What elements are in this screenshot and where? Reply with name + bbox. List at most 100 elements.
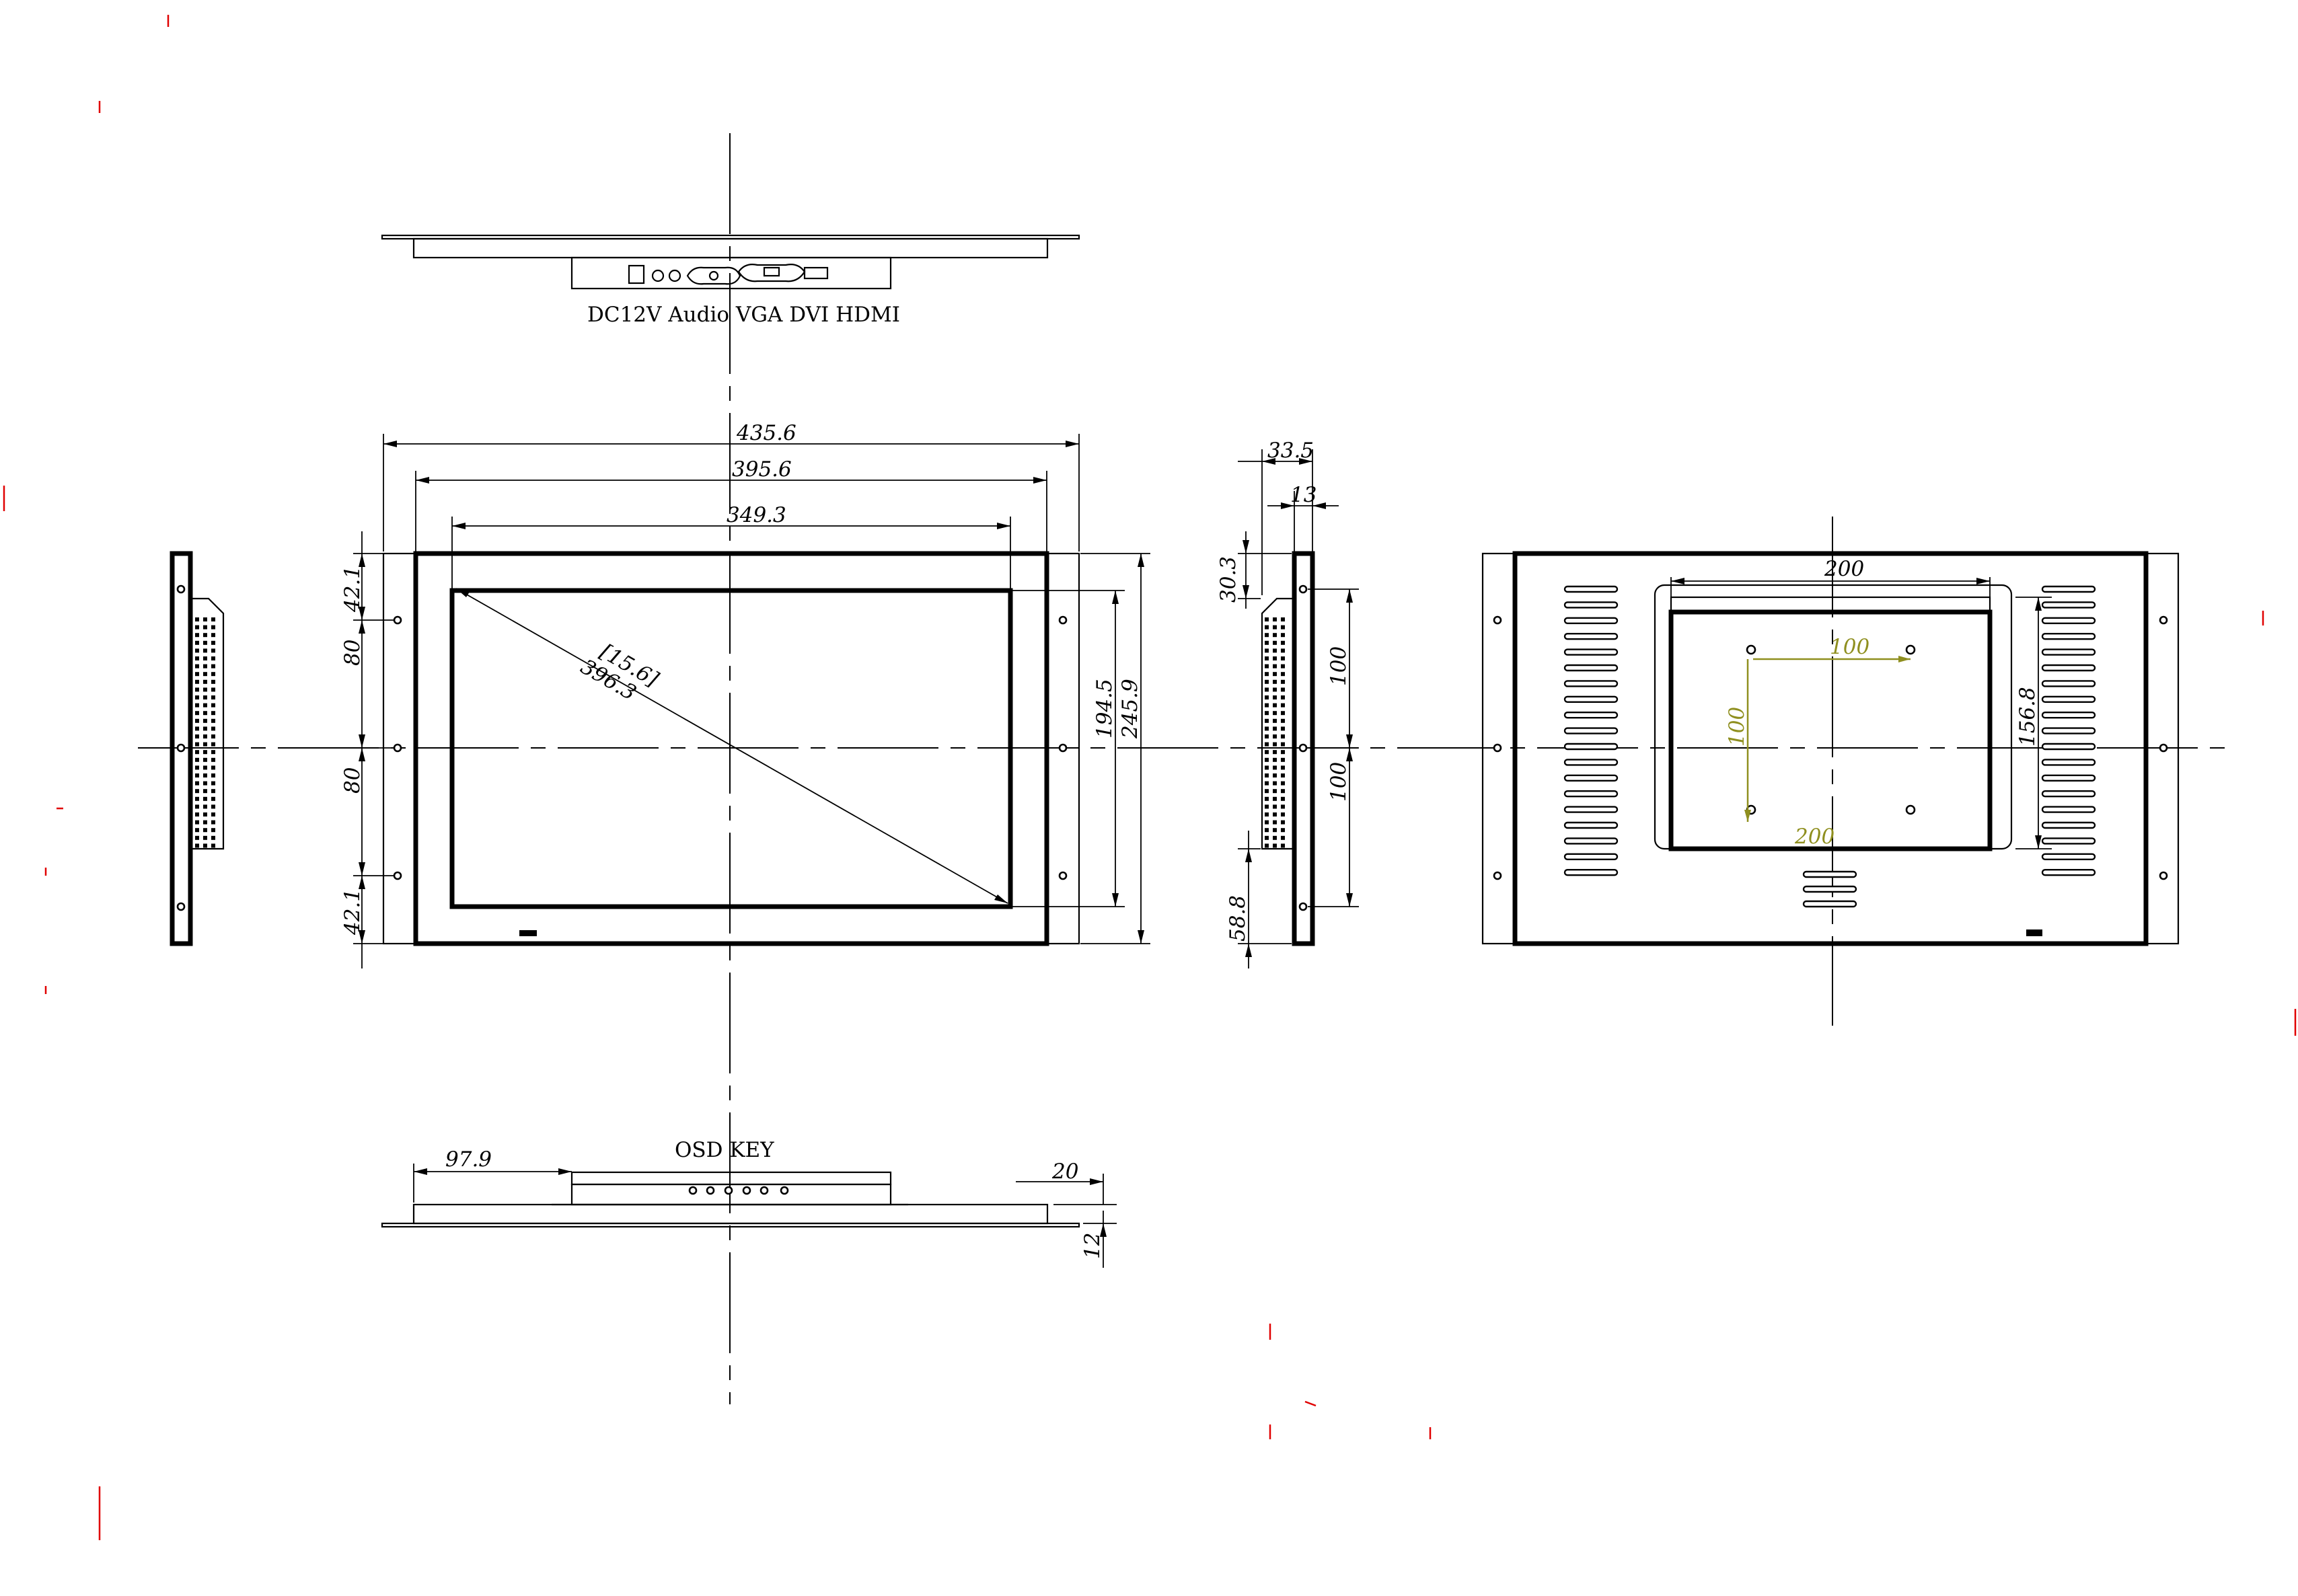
right-vent-dots — [1265, 617, 1285, 848]
hole-offset-top-label: 42.1 — [340, 566, 365, 613]
vent-dot — [1281, 695, 1285, 699]
vent-dot — [1273, 664, 1277, 669]
vent-dot — [203, 633, 207, 638]
vent-dot — [1281, 726, 1285, 731]
vent-dot — [1265, 734, 1269, 738]
rear-vent-slots-right — [2041, 585, 2096, 876]
vent-dot — [203, 617, 207, 621]
vent-dot — [1281, 804, 1285, 809]
vent-dot — [195, 726, 199, 731]
vent-dot — [211, 804, 215, 809]
vent-dot — [1265, 781, 1269, 786]
vent-dot — [1265, 617, 1269, 621]
rear-view: 200 156.8 100 100 200 — [1481, 551, 2180, 946]
vent-dot — [1281, 742, 1285, 747]
screen-diagonal — [455, 588, 1008, 904]
flange-depth-label: 12 — [1080, 1233, 1105, 1259]
vent-dot — [211, 734, 215, 738]
vent-dot — [203, 804, 207, 809]
vent-dot — [1273, 625, 1277, 630]
vent-dot — [1281, 656, 1285, 660]
vent-dot — [203, 726, 207, 731]
vent-dot — [211, 750, 215, 755]
vent-dot — [1273, 835, 1277, 840]
vent-dot — [203, 679, 207, 684]
vent-dot — [195, 633, 199, 638]
vent-dot — [211, 796, 215, 801]
vent-dot — [1265, 718, 1269, 723]
vent-dot — [203, 711, 207, 716]
vent-slot — [1563, 711, 1619, 719]
vent-dot — [1273, 633, 1277, 638]
vent-dot — [1265, 656, 1269, 660]
vent-dot — [211, 687, 215, 692]
vent-slot — [1563, 727, 1619, 734]
vent-dot — [195, 765, 199, 770]
vent-dot — [203, 750, 207, 755]
vent-dot — [203, 640, 207, 645]
vent-dot — [1265, 726, 1269, 731]
vent-dot — [1273, 695, 1277, 699]
vent-dot — [211, 773, 215, 777]
vent-dot — [211, 742, 215, 747]
vga-port-icon — [686, 266, 741, 285]
vent-slot — [1802, 885, 1857, 893]
vent-slot — [1563, 601, 1619, 609]
vent-dot — [1281, 703, 1285, 708]
vent-dot — [203, 672, 207, 677]
vent-dot — [1273, 843, 1277, 848]
vent-slot — [2041, 837, 2096, 845]
vent-dot — [1265, 835, 1269, 840]
vent-dot — [203, 664, 207, 669]
vent-dot — [1273, 672, 1277, 677]
vent-dot — [195, 820, 199, 825]
vent-slot — [1563, 680, 1619, 687]
vent-dot — [195, 679, 199, 684]
vent-dot — [203, 820, 207, 825]
vent-dot — [211, 843, 215, 848]
vent-dot — [1265, 812, 1269, 816]
vent-dot — [203, 718, 207, 723]
vent-slot — [1563, 790, 1619, 798]
vent-dot — [1281, 718, 1285, 723]
vent-dot — [1273, 687, 1277, 692]
vent-dot — [1281, 835, 1285, 840]
bottom-dimensions: 97.9 20 12 — [413, 1147, 1117, 1268]
connector-labels: DC12V Audio VGA DVI HDMI — [587, 303, 900, 327]
vent-dot — [195, 804, 199, 809]
osd-key-label: OSD KEY — [675, 1138, 774, 1162]
frame-depth-label: 13 — [1290, 483, 1317, 507]
vent-dot — [195, 828, 199, 833]
vent-dot — [1273, 812, 1277, 816]
vesa-horizontal-label: 100 — [1830, 635, 1869, 659]
vent-dot — [1265, 695, 1269, 699]
vent-dot — [211, 757, 215, 762]
vent-dot — [203, 656, 207, 660]
vent-dot — [203, 742, 207, 747]
vent-dot — [1281, 734, 1285, 738]
vent-dot — [1265, 711, 1269, 716]
vesa-bottom-label: 200 — [1794, 825, 1834, 849]
vent-slot — [2041, 680, 2096, 687]
vent-dot — [1281, 789, 1285, 794]
vesa-annotation: 100 100 200 — [1725, 635, 1911, 849]
vent-dot — [1281, 765, 1285, 770]
vent-slot — [1563, 633, 1619, 640]
hole-spacing-upper-label: 80 — [340, 640, 365, 666]
vent-dot — [1281, 796, 1285, 801]
vent-dot — [203, 695, 207, 699]
vent-dot — [1281, 672, 1285, 677]
vent-dot — [195, 843, 199, 848]
vent-dot — [1273, 820, 1277, 825]
diagonal-labels: [15.6] 396.3 — [577, 640, 663, 706]
vent-dot — [195, 742, 199, 747]
vent-dot — [211, 812, 215, 816]
vent-slot — [1563, 743, 1619, 751]
active-height-label: 194.5 — [1092, 679, 1117, 738]
vent-dot — [1281, 687, 1285, 692]
vent-dot — [1281, 711, 1285, 716]
vent-dot — [1265, 664, 1269, 669]
vent-slot — [1563, 868, 1619, 876]
bezel-depth-label: 20 — [1051, 1160, 1078, 1184]
